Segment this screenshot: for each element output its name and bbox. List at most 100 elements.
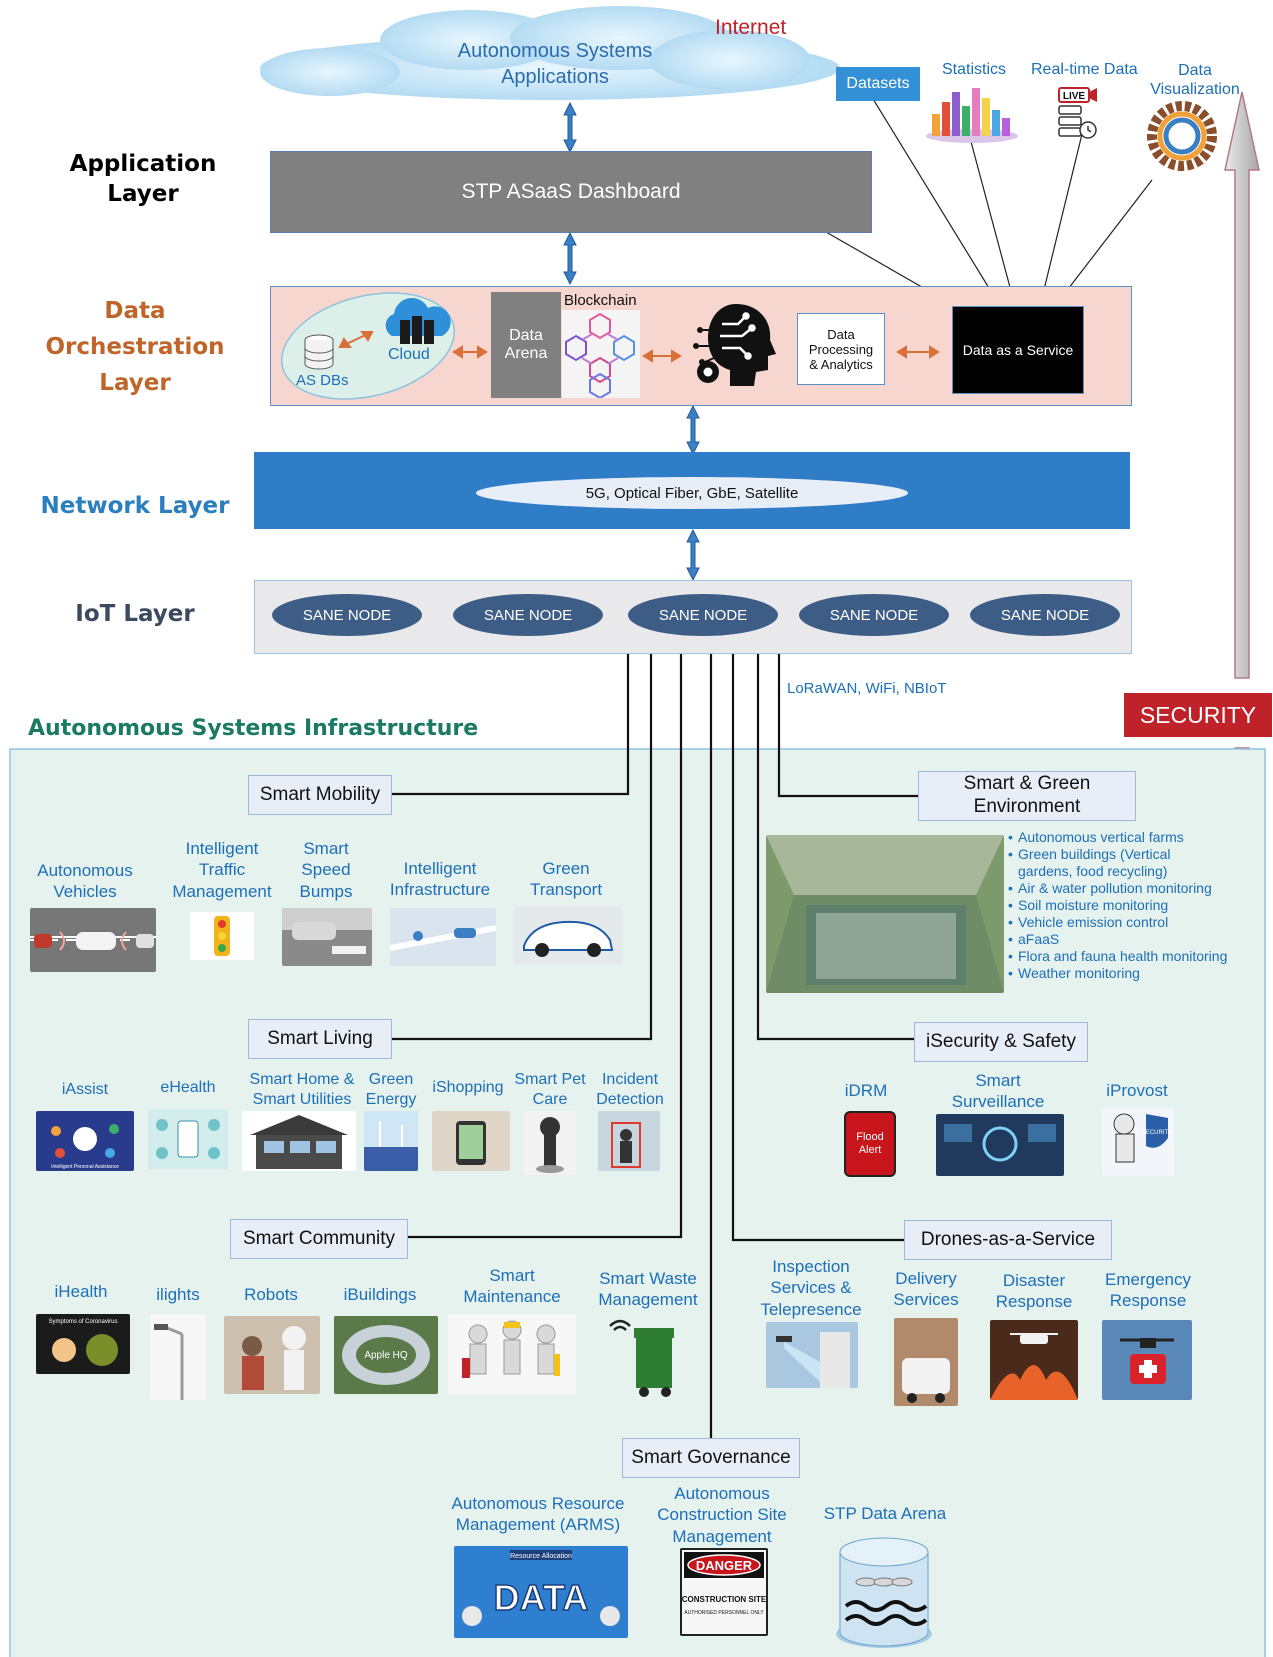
data-arena-box[interactable]: Data Arena xyxy=(491,292,561,398)
incident-detection-image xyxy=(598,1111,660,1171)
intelligent-infrastructure-image xyxy=(390,908,496,966)
blockchain-label: Blockchain xyxy=(564,292,637,309)
internet-label: Internet xyxy=(715,16,787,39)
ibuildings-image: Apple HQ xyxy=(334,1316,438,1394)
iassist-image: Intelligent Personal Assistance xyxy=(36,1111,134,1171)
orchestration-line2: Orchestration xyxy=(45,334,225,360)
orchestration-line1: Data xyxy=(104,298,166,324)
sane-node[interactable]: SANE NODE xyxy=(970,594,1120,636)
surveillance-image xyxy=(936,1114,1064,1176)
delivery-robot-image xyxy=(894,1318,958,1406)
orchestration-line3: Layer xyxy=(99,370,171,396)
streetlight-image xyxy=(150,1314,206,1400)
network-tech-label: 5G, Optical Fiber, GbE, Satellite xyxy=(585,484,799,502)
cloud-title-line1: Autonomous Systems xyxy=(457,40,653,62)
iprovost-robot-image: SECURITY xyxy=(1102,1108,1174,1176)
application-line1: Application xyxy=(69,151,217,177)
danger-title-text: DANGER xyxy=(696,1558,753,1573)
smart-governance-label[interactable]: Smart Governance xyxy=(622,1438,800,1478)
maintenance-image xyxy=(448,1314,576,1394)
ishopping-image xyxy=(432,1111,510,1171)
processing-line1: Data xyxy=(827,326,855,342)
processing-line2: Processing xyxy=(808,341,874,357)
danger-sign-image: DANGER CONSTRUCTION SITE AUTHORISED PERS… xyxy=(680,1548,768,1636)
cloud-label: Cloud xyxy=(388,346,430,363)
visualization-line2: Visualization xyxy=(1150,81,1240,98)
disaster-drone-image xyxy=(990,1320,1078,1400)
environment-bullets: Autonomous vertical farms Green building… xyxy=(1008,829,1228,982)
stp-data-arena-image xyxy=(836,1537,932,1648)
ihealth-covid-image: Symptoms of Coronavirus xyxy=(36,1314,130,1374)
sane-node[interactable]: SANE NODE xyxy=(628,594,778,636)
protocols-label: LoRaWAN, WiFi, NBIoT xyxy=(787,680,947,697)
arms-banner-text: Resource Allocation xyxy=(510,1553,572,1560)
flood-alert-image: Flood Alert xyxy=(844,1111,896,1177)
processing-line3: & Analytics xyxy=(809,356,873,372)
orange-double-arrows xyxy=(338,331,940,363)
realtime-label: Real-time Data xyxy=(1031,61,1138,78)
orchestration-layer-label: Data Orchestration Layer xyxy=(30,293,240,401)
robot-badge-text: SECURITY xyxy=(1142,1130,1172,1136)
daas-label: Data as a Service xyxy=(962,342,1074,358)
governance-item-label: STP Data Arena xyxy=(823,1504,947,1523)
isecurity-safety-label[interactable]: iSecurity & Safety xyxy=(914,1022,1088,1062)
security-item-label: iProvost xyxy=(1106,1081,1168,1100)
inspection-drone-image xyxy=(766,1322,858,1388)
community-item-label: iHealth xyxy=(54,1282,108,1301)
security-badge: SECURITY xyxy=(1124,693,1272,737)
living-item-label: iShopping xyxy=(432,1079,504,1096)
drones-as-a-service-label[interactable]: Drones-as-a-Service xyxy=(904,1220,1112,1260)
living-item-label: eHealth xyxy=(160,1079,216,1096)
community-item-label: ilights xyxy=(156,1285,200,1304)
as-dbs-label: AS DBs xyxy=(296,372,349,389)
cloud-server-icon xyxy=(385,298,451,344)
sane-node[interactable]: SANE NODE xyxy=(799,594,949,636)
arms-data-text: DATA xyxy=(494,1577,589,1618)
application-layer-label: Application Layer xyxy=(48,150,238,210)
community-item-label: iBuildings xyxy=(343,1285,417,1304)
application-line2: Layer xyxy=(107,180,179,207)
waste-bin-image xyxy=(609,1319,674,1397)
cloud-title-line2: Applications xyxy=(501,66,609,88)
green-transport-image xyxy=(514,906,622,964)
live-data-icon: LIVE xyxy=(1058,87,1097,139)
sane-node[interactable]: SANE NODE xyxy=(453,594,603,636)
smart-mobility-label[interactable]: Smart Mobility xyxy=(248,775,392,815)
dashboard-box[interactable]: STP ASaaS Dashboard xyxy=(270,151,872,233)
data-arena-line2: Arena xyxy=(504,345,548,362)
donut-chart-icon xyxy=(1147,101,1217,171)
iot-layer-label: IoT Layer xyxy=(75,601,195,627)
daas-box[interactable]: Data as a Service xyxy=(952,306,1084,394)
visualization-label: Data Visualization xyxy=(1140,61,1250,99)
data-arena-line1: Data xyxy=(509,327,543,344)
bar-chart-icon xyxy=(926,88,1018,143)
processing-box[interactable]: Data Processing & Analytics xyxy=(797,313,885,385)
emergency-drone-image xyxy=(1102,1320,1192,1400)
covid-caption: Symptoms of Coronavirus xyxy=(48,1319,117,1325)
flood-line1: Flood xyxy=(856,1131,884,1143)
smart-community-label[interactable]: Smart Community xyxy=(230,1219,408,1259)
apple-hq-caption: Apple HQ xyxy=(364,1350,408,1361)
blockchain-icon xyxy=(562,310,640,398)
robots-image xyxy=(224,1316,320,1394)
sane-node[interactable]: SANE NODE xyxy=(272,594,422,636)
infrastructure-title: Autonomous Systems Infrastructure xyxy=(28,716,479,741)
live-badge-text: LIVE xyxy=(1063,91,1086,102)
pet-care-image xyxy=(524,1111,576,1175)
smart-living-label[interactable]: Smart Living xyxy=(248,1019,392,1059)
datasets-box: Datasets xyxy=(836,67,920,101)
iassist-caption: Intelligent Personal Assistance xyxy=(51,1164,119,1170)
cloud-title: Autonomous Systems Applications xyxy=(400,38,710,90)
